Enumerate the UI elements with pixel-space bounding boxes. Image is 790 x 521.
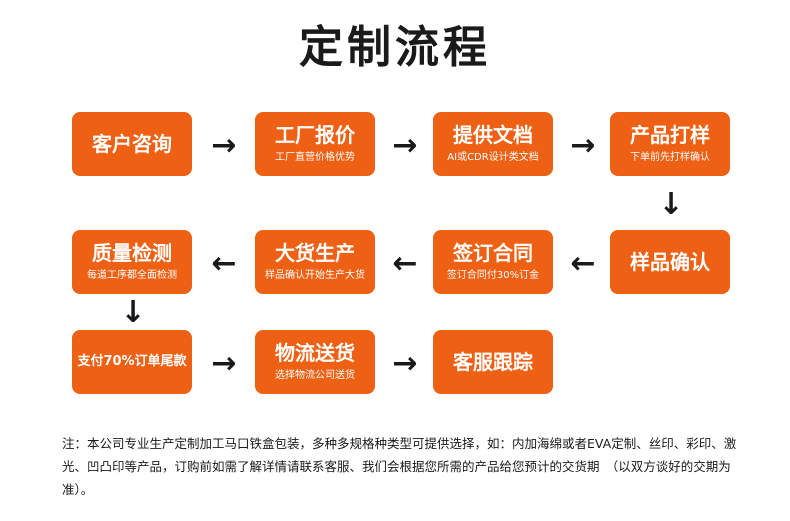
step-label: 大货生产 (275, 241, 355, 265)
step-logistics-delivery: 物流送货 选择物流公司送货 (255, 330, 375, 394)
step-label: 客服跟踪 (453, 350, 533, 374)
footnote: 注：本公司专业生产定制加工马口铁盒包装，多种多规格种类型可提供选择，如：内加海绵… (62, 436, 737, 497)
step-label: 样品确认 (630, 250, 710, 274)
arrow-left-icon: ← (570, 246, 596, 281)
step-label: 支付70%订单尾款 (77, 354, 187, 369)
step-quality-check: 质量检测 每道工序都全面检测 (72, 230, 192, 294)
arrow-right-icon: → (570, 128, 596, 163)
step-label: 客户咨询 (92, 132, 172, 156)
arrow-right-icon: → (211, 128, 237, 163)
step-sign-contract: 签订合同 签订合同付30%订金 (433, 230, 553, 294)
arrow-right-icon: → (211, 346, 237, 381)
arrow-down-icon: ↓ (120, 295, 146, 330)
step-provide-docs: 提供文档 AI或CDR设计类文档 (433, 112, 553, 176)
step-label: 签订合同 (453, 241, 533, 265)
step-sublabel: 工厂直营价格优势 (275, 152, 355, 163)
step-label: 产品打样 (630, 123, 710, 147)
arrow-left-icon: ← (211, 246, 237, 281)
step-customer-consult: 客户咨询 (72, 112, 192, 176)
step-sublabel: 样品确认开始生产大货 (265, 270, 365, 281)
step-customer-service: 客服跟踪 (433, 330, 553, 394)
step-label: 提供文档 (453, 123, 533, 147)
step-sample-confirm: 样品确认 (610, 230, 730, 294)
step-label: 物流送货 (275, 341, 355, 365)
step-sublabel: 选择物流公司送货 (275, 370, 355, 381)
page-title: 定制流程 (299, 22, 491, 73)
arrow-right-icon: → (392, 128, 418, 163)
step-mass-production: 大货生产 样品确认开始生产大货 (255, 230, 375, 294)
arrow-right-icon: → (392, 346, 418, 381)
step-sublabel: 签订合同付30%订金 (446, 270, 540, 281)
step-sublabel: 每道工序都全面检测 (87, 270, 177, 281)
arrow-left-icon: ← (392, 246, 418, 281)
arrow-down-icon: ↓ (658, 187, 684, 222)
step-label: 工厂报价 (275, 123, 355, 147)
step-label: 质量检测 (92, 241, 172, 265)
step-pay-balance: 支付70%订单尾款 (72, 330, 192, 394)
step-product-sample: 产品打样 下单前先打样确认 (610, 112, 730, 176)
step-sublabel: 下单前先打样确认 (630, 152, 710, 163)
step-factory-quote: 工厂报价 工厂直营价格优势 (255, 112, 375, 176)
step-sublabel: AI或CDR设计类文档 (447, 152, 539, 163)
